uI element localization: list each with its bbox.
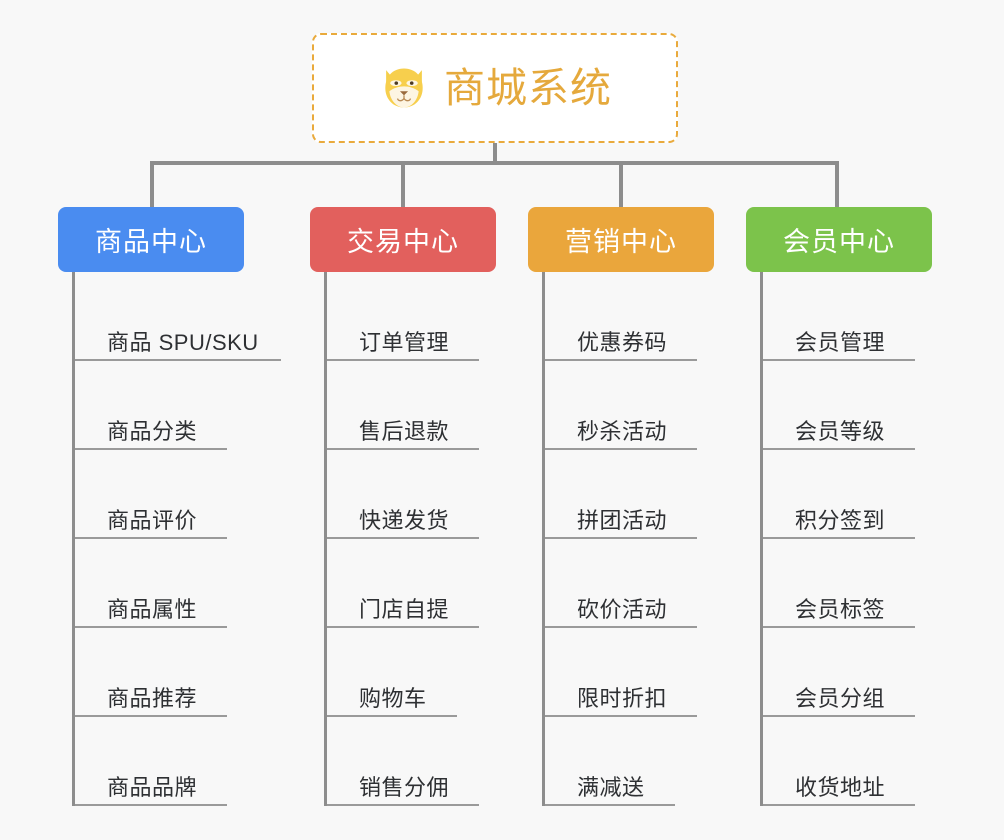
- leaf-item[interactable]: 商品推荐: [75, 628, 258, 717]
- leaf-item-label: 商品属性: [107, 596, 198, 622]
- leaf-item[interactable]: 销售分佣: [327, 717, 510, 806]
- leaf-item-underline: [763, 626, 915, 628]
- leaf-item[interactable]: 优惠券码: [545, 272, 728, 361]
- leaf-item-underline: [327, 626, 479, 628]
- shiba-dog-face-icon: [385, 68, 423, 108]
- leaf-item-underline: [327, 537, 479, 539]
- leaf-item[interactable]: 会员等级: [763, 361, 946, 450]
- leaf-item-label: 快递发货: [359, 507, 450, 533]
- leaf-list-1: 商品 SPU/SKU 商品分类商品评价商品属性商品推荐商品品牌: [72, 272, 281, 806]
- leaf-item[interactable]: 商品品牌: [75, 717, 258, 806]
- leaf-item-label: 商品推荐: [107, 685, 198, 711]
- leaf-item-label: 订单管理: [359, 329, 450, 355]
- leaf-item-label: 购物车: [359, 685, 427, 711]
- category-header-4[interactable]: 会员中心: [746, 207, 932, 272]
- connector-horizontal-bus: [150, 161, 839, 165]
- connector-drop-3: [619, 161, 623, 209]
- connector-drop-4: [835, 161, 839, 209]
- leaf-item[interactable]: 商品 SPU/SKU: [75, 272, 281, 361]
- leaf-item-underline: [545, 804, 675, 806]
- leaf-item-label: 拼团活动: [577, 507, 668, 533]
- category-column-3: 营销中心优惠券码秒杀活动拼团活动砍价活动限时折扣满减送: [528, 207, 728, 806]
- leaf-item-underline: [763, 359, 915, 361]
- leaf-item-label: 秒杀活动: [577, 418, 668, 444]
- leaf-item-underline: [763, 448, 915, 450]
- category-header-3[interactable]: 营销中心: [528, 207, 714, 272]
- connector-drop-1: [150, 161, 154, 209]
- leaf-item-label: 商品 SPU/SKU: [107, 329, 259, 355]
- leaf-item-underline: [327, 448, 479, 450]
- leaf-item[interactable]: 收货地址: [763, 717, 946, 806]
- category-column-1: 商品中心商品 SPU/SKU 商品分类商品评价商品属性商品推荐商品品牌: [58, 207, 281, 806]
- connector-drop-2: [401, 161, 405, 209]
- leaf-item-underline: [327, 715, 457, 717]
- leaf-item-label: 积分签到: [795, 507, 886, 533]
- leaf-item[interactable]: 砍价活动: [545, 539, 728, 628]
- leaf-item-label: 会员管理: [795, 329, 886, 355]
- leaf-item-label: 商品评价: [107, 507, 198, 533]
- category-header-2[interactable]: 交易中心: [310, 207, 496, 272]
- connector-root-vertical: [493, 143, 497, 165]
- leaf-item[interactable]: 售后退款: [327, 361, 510, 450]
- leaf-item-underline: [75, 448, 227, 450]
- leaf-item-label: 砍价活动: [577, 596, 668, 622]
- leaf-item-label: 限时折扣: [577, 685, 668, 711]
- leaf-item-underline: [763, 804, 915, 806]
- leaf-item[interactable]: 商品属性: [75, 539, 258, 628]
- leaf-item-label: 售后退款: [359, 418, 450, 444]
- leaf-item-underline: [763, 537, 915, 539]
- leaf-list-4: 会员管理会员等级积分签到会员标签会员分组收货地址: [760, 272, 946, 806]
- leaf-item[interactable]: 限时折扣: [545, 628, 728, 717]
- leaf-item-label: 会员分组: [795, 685, 886, 711]
- category-header-1[interactable]: 商品中心: [58, 207, 244, 272]
- leaf-item-underline: [545, 448, 697, 450]
- leaf-item[interactable]: 满减送: [545, 717, 728, 806]
- leaf-item-label: 收货地址: [795, 774, 886, 800]
- leaf-list-2: 订单管理售后退款快递发货门店自提购物车销售分佣: [324, 272, 510, 806]
- leaf-item-underline: [75, 626, 227, 628]
- leaf-item-underline: [545, 626, 697, 628]
- leaf-item[interactable]: 购物车: [327, 628, 510, 717]
- leaf-item-label: 满减送: [577, 774, 645, 800]
- leaf-item-underline: [75, 804, 227, 806]
- leaf-item-label: 优惠券码: [577, 329, 668, 355]
- leaf-item[interactable]: 商品评价: [75, 450, 258, 539]
- leaf-item-underline: [763, 715, 915, 717]
- leaf-item[interactable]: 拼团活动: [545, 450, 728, 539]
- leaf-item[interactable]: 门店自提: [327, 539, 510, 628]
- leaf-item-label: 商品品牌: [107, 774, 198, 800]
- leaf-item-underline: [75, 359, 281, 361]
- leaf-item-label: 门店自提: [359, 596, 450, 622]
- leaf-item[interactable]: 秒杀活动: [545, 361, 728, 450]
- leaf-item-underline: [545, 715, 697, 717]
- leaf-item[interactable]: 快递发货: [327, 450, 510, 539]
- leaf-item[interactable]: 会员管理: [763, 272, 946, 361]
- leaf-item[interactable]: 会员标签: [763, 539, 946, 628]
- leaf-item-label: 会员等级: [795, 418, 886, 444]
- leaf-item[interactable]: 积分签到: [763, 450, 946, 539]
- leaf-item[interactable]: 订单管理: [327, 272, 510, 361]
- leaf-item[interactable]: 会员分组: [763, 628, 946, 717]
- leaf-list-3: 优惠券码秒杀活动拼团活动砍价活动限时折扣满减送: [542, 272, 728, 806]
- leaf-item-label: 销售分佣: [359, 774, 450, 800]
- leaf-item-underline: [327, 804, 479, 806]
- leaf-item-label: 商品分类: [107, 418, 198, 444]
- leaf-item-underline: [75, 715, 227, 717]
- leaf-item-underline: [75, 537, 227, 539]
- root-node[interactable]: 商城系统: [312, 33, 678, 143]
- root-title: 商城系统: [444, 64, 612, 111]
- leaf-item-underline: [327, 359, 479, 361]
- category-column-4: 会员中心会员管理会员等级积分签到会员标签会员分组收货地址: [746, 207, 946, 806]
- leaf-item-underline: [545, 537, 697, 539]
- leaf-item-label: 会员标签: [795, 596, 886, 622]
- category-column-2: 交易中心订单管理售后退款快递发货门店自提购物车销售分佣: [310, 207, 510, 806]
- leaf-item-underline: [545, 359, 697, 361]
- leaf-item[interactable]: 商品分类: [75, 361, 258, 450]
